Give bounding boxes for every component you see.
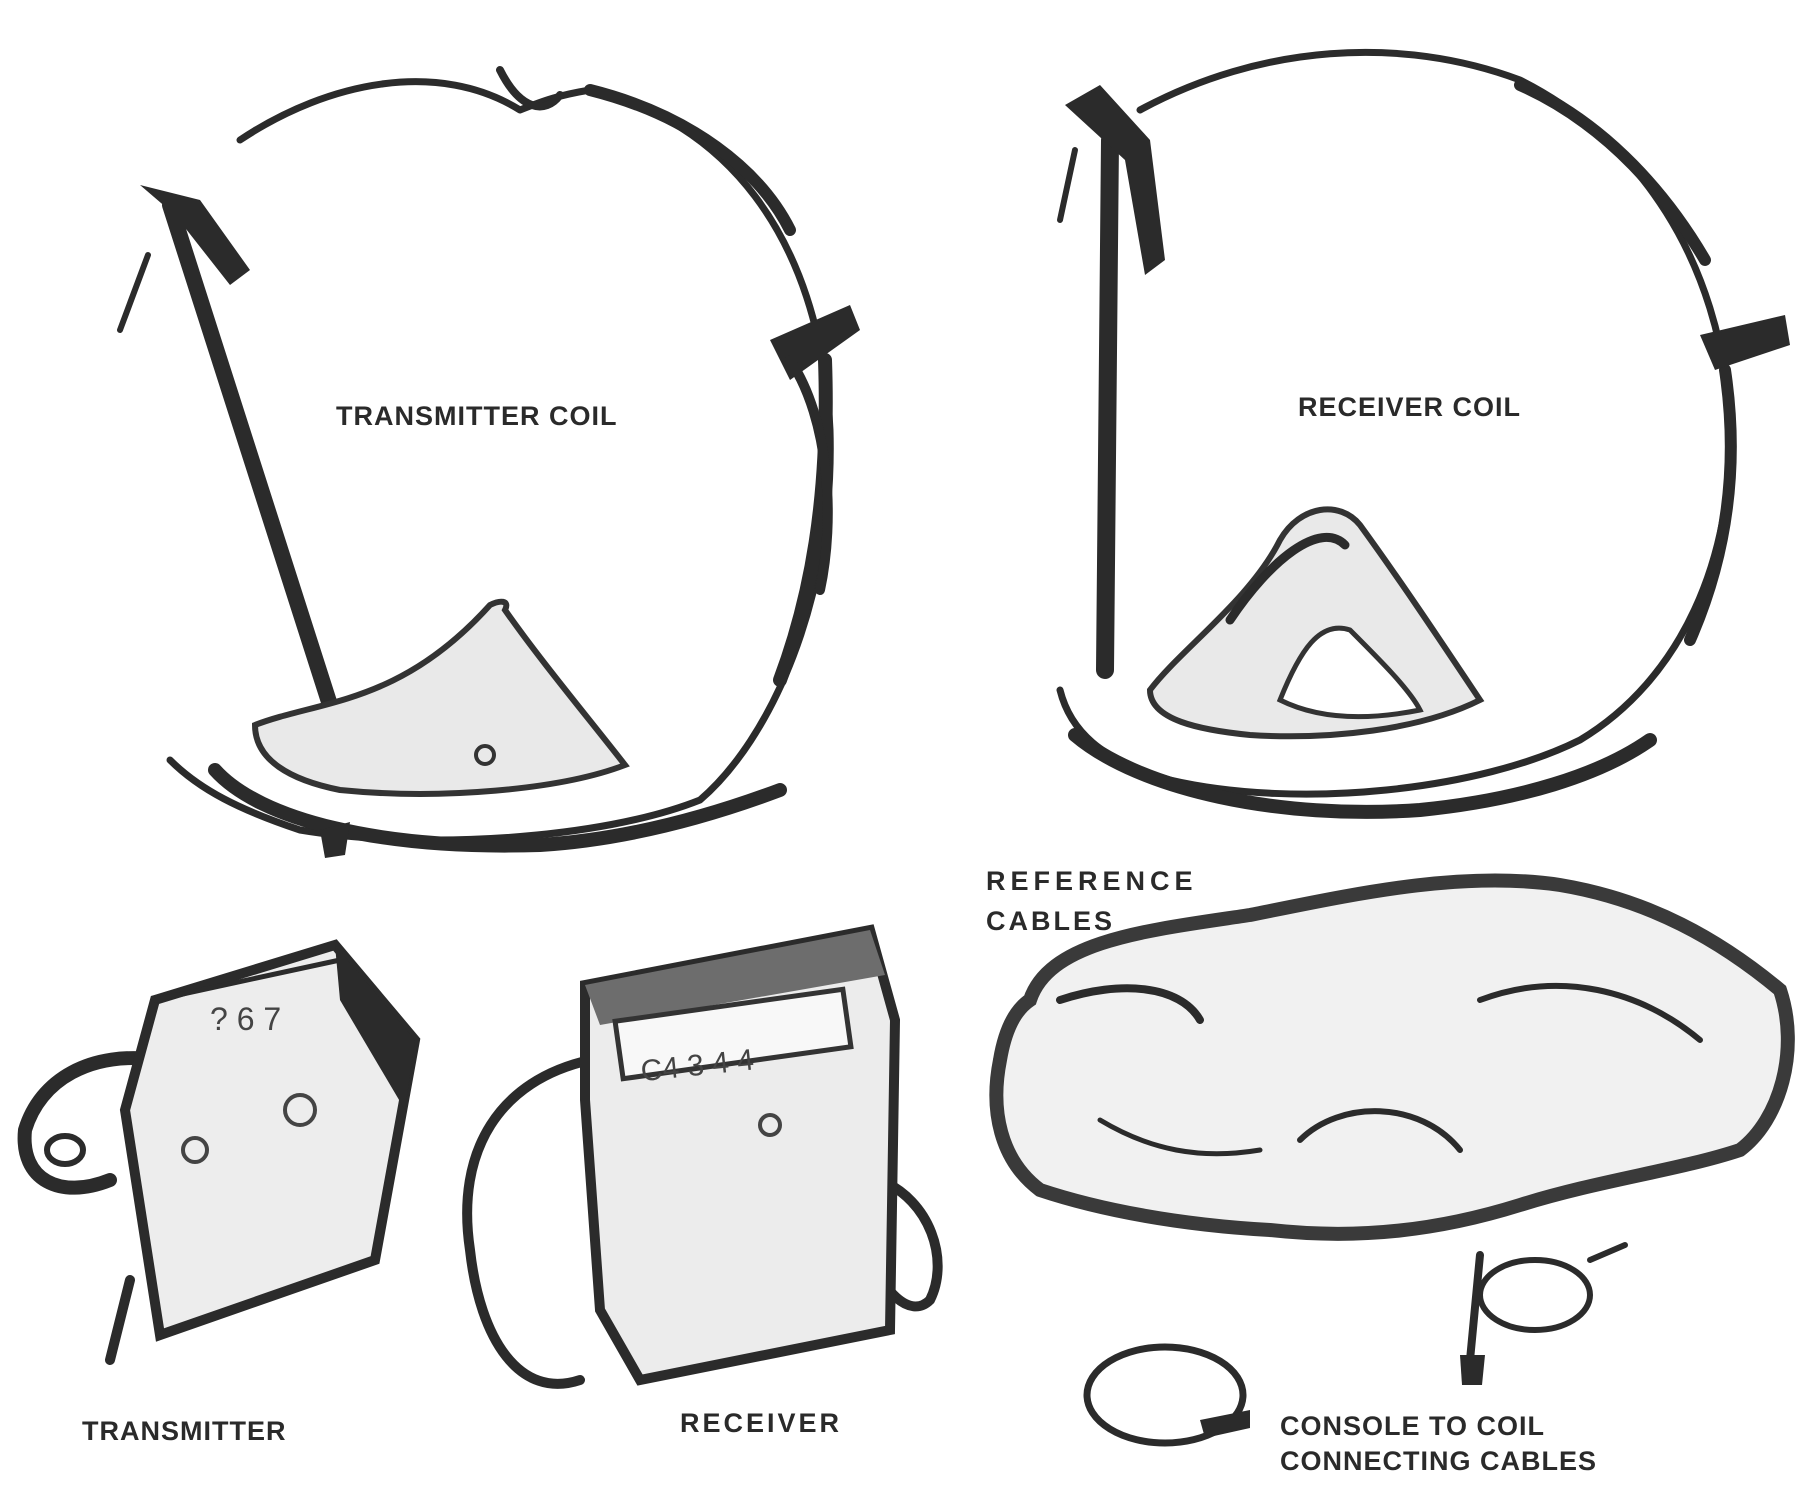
- console-cables-label-line1: CONSOLE TO COIL: [1280, 1411, 1545, 1441]
- reference-cables: REFERENCE CABLES CONSOLE TO COIL CONNECT…: [986, 866, 1788, 1476]
- svg-text:? 6 7: ? 6 7: [210, 1001, 281, 1037]
- reference-cables-label-line2: CABLES: [986, 906, 1115, 936]
- receiver-coil-label: RECEIVER COIL: [1298, 392, 1521, 422]
- receiver-coil: RECEIVER COIL: [1060, 52, 1790, 812]
- transmitter-unit: ? 6 7 TRANSMITTER: [25, 945, 415, 1446]
- reference-cables-label-line1: REFERENCE: [986, 866, 1198, 896]
- console-cables-label-line2: CONNECTING CABLES: [1280, 1446, 1597, 1476]
- transmitter-coil: TRANSMITTER COIL: [120, 70, 860, 858]
- transmitter-label: TRANSMITTER: [82, 1416, 286, 1446]
- receiver-label: RECEIVER: [680, 1408, 842, 1438]
- receiver-unit: C4 3 4 4 RECEIVER: [467, 930, 938, 1438]
- transmitter-coil-label: TRANSMITTER COIL: [336, 401, 617, 431]
